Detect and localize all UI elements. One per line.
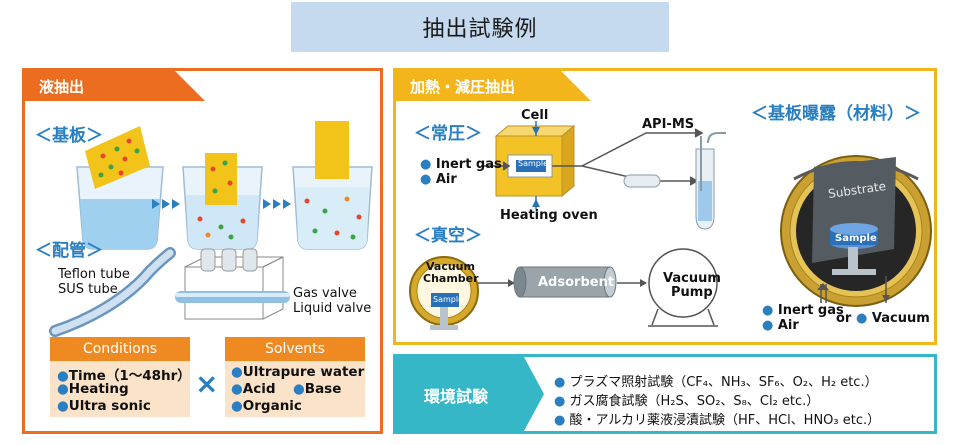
env-item-1: ● プラズマ照射試験（CF₄、NH₃、SF₆、O₂、H₂ etc.） — [554, 375, 878, 390]
env-graphics — [396, 357, 544, 431]
liquid-extraction-panel: 液抽出 ＜基板＞ ＜配管＞ Teflon tube SUS tube Gas v… — [22, 68, 383, 434]
normal-pressure-heading: ＜常圧＞ — [414, 124, 482, 144]
pump-label-2: Pump — [671, 285, 713, 300]
solvents-header: Solvents — [225, 337, 365, 361]
beaker-2-icon — [182, 153, 263, 250]
environment-test-panel: 環境試験 ● プラズマ照射試験（CF₄、NH₃、SF₆、O₂、H₂ etc.） … — [393, 354, 937, 434]
exposure-heading: ＜基板曝露（材料）＞ — [751, 104, 921, 124]
solvent-item-1: ●Ultrapure water — [231, 364, 365, 380]
beaker-1-icon — [76, 126, 164, 250]
inert-gas-label-2: ● Inert gas — [762, 303, 844, 318]
adsorption-tube-icon — [623, 174, 661, 188]
impinger-icon — [695, 132, 726, 230]
heating-oven-icon — [494, 124, 576, 198]
adsorbent-label: Adsorbent — [538, 275, 615, 290]
inert-gas-label: ● Inert gas — [420, 157, 502, 172]
cell-label: Cell — [521, 108, 549, 123]
vacuum-label: ● Vacuum — [856, 311, 930, 326]
substrate-heading: ＜基板＞ — [35, 126, 103, 146]
heating-extraction-panel: 加熱・減圧抽出 ＜常圧＞ ● Inert gas ● Air Cell Samp… — [393, 68, 937, 345]
condition-item-2: ●Heating — [57, 381, 129, 397]
page-title: 抽出試験例 — [291, 2, 669, 52]
vacuum-chamber-icon — [409, 256, 479, 330]
beaker-3-icon — [292, 121, 373, 250]
exposure-sample-label: Sample — [835, 233, 877, 244]
conditions-box — [50, 361, 190, 417]
vacuum-heading: ＜真空＞ — [414, 226, 482, 246]
pump-label-1: Vacuum — [663, 271, 721, 286]
tube-label-2: SUS tube — [58, 282, 118, 297]
piping-heading: ＜配管＞ — [35, 241, 103, 261]
exposure-vessel-icon — [780, 155, 932, 307]
air-label: ● Air — [420, 172, 457, 187]
condition-item-3: ●Ultra sonic — [57, 398, 151, 414]
tube-label-1: Teflon tube — [58, 267, 130, 282]
liquid-graphics — [25, 71, 373, 337]
heating-tab-shape — [396, 71, 591, 101]
solvent-item-2: ●Acid — [231, 381, 276, 397]
env-item-3: ● 酸・アルカリ薬液浸漬試験（HF、HCl、HNO₃ etc.） — [554, 413, 881, 428]
chamber-label-2: Chamber — [423, 272, 479, 285]
valve-box-icon — [175, 248, 290, 320]
chamber-sample-label: Sample — [433, 295, 463, 304]
tube-icon — [49, 247, 176, 337]
env-tab: 環境試験 — [424, 387, 489, 406]
env-item-2: ● ガス腐食試験（H₂S、SO₂、S₈、Cl₂ etc.） — [554, 394, 820, 409]
heating-oven-label: Heating oven — [500, 208, 598, 223]
env-tab-shape — [396, 357, 544, 431]
arrow-icon-2 — [263, 199, 291, 209]
liquid-tab: 液抽出 — [39, 78, 85, 96]
times-symbol: × — [195, 367, 219, 400]
adsorbent-tube-icon — [513, 266, 617, 298]
heating-tab: 加熱・減圧抽出 — [410, 78, 516, 96]
solvent-item-3: ●Base — [293, 381, 342, 397]
heating-graphics-2 — [882, 276, 890, 302]
air-label-2: ● Air — [762, 318, 799, 333]
chamber-label-1: Vacuum — [426, 260, 475, 273]
valve-label-1: Gas valve — [293, 286, 357, 301]
vacuum-pump-icon — [648, 248, 718, 327]
solvent-item-4: ●Organic — [231, 398, 302, 414]
sample-label: Sample — [518, 159, 548, 168]
api-ms-label: API-MS — [642, 117, 695, 132]
or-label: or — [836, 311, 852, 326]
valve-label-2: Liquid valve — [293, 301, 372, 316]
condition-item-1: ●Time（1～48hr） — [57, 368, 191, 384]
conditions-header: Conditions — [50, 337, 190, 361]
arrow-icon-1 — [152, 199, 180, 209]
solvents-box — [225, 361, 365, 417]
liquid-tab-shape — [25, 71, 205, 101]
heating-graphics — [396, 71, 932, 330]
